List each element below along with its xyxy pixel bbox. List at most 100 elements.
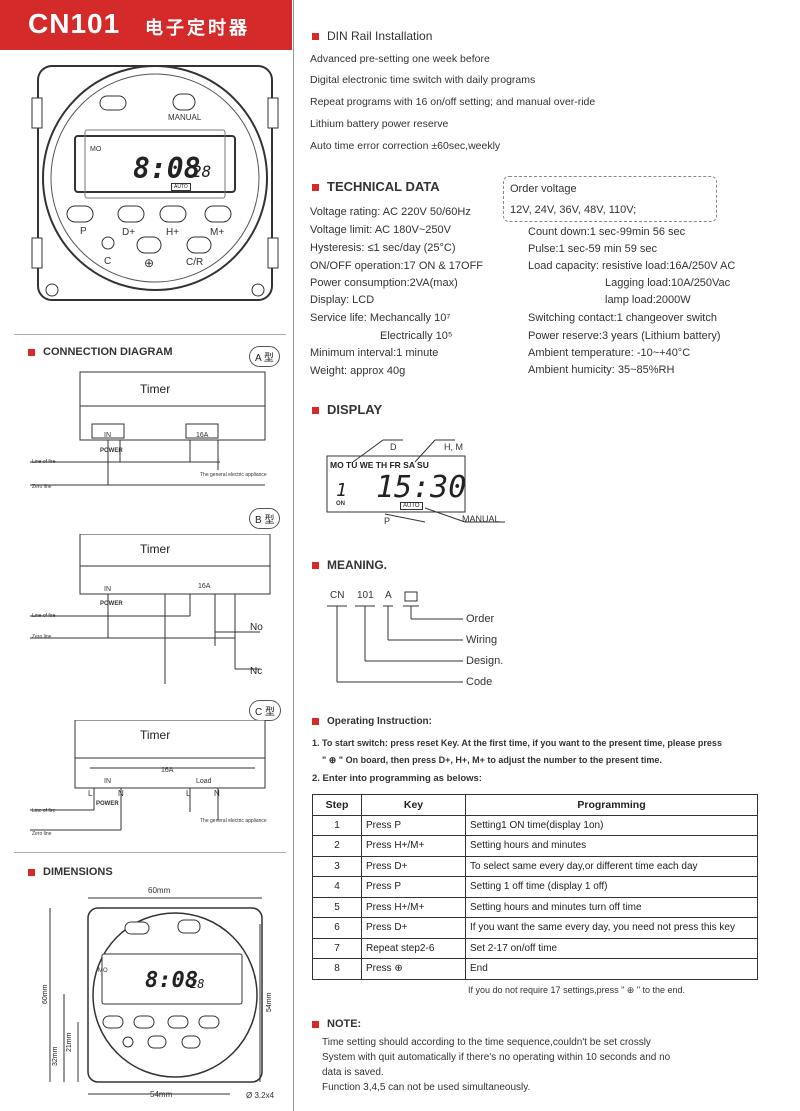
tech-right-2: Pulse:1 sec-59 min 59 sec — [528, 243, 658, 255]
dimensions-title: DIMENSIONS — [28, 866, 113, 878]
power-c-label: POWER — [96, 801, 119, 807]
table-row: 8 Press ⊕ End — [312, 958, 758, 980]
meaning-design: Design. — [466, 655, 504, 667]
programming-cell: Setting 1 off time (display 1 off) — [465, 876, 758, 898]
lcd-day: MO — [90, 146, 102, 153]
amp-c-label: 16A — [161, 767, 174, 774]
dim-height-right: 54mm — [266, 992, 273, 1012]
label-manual: MANUAL — [462, 514, 500, 524]
key-cell: Press D+ — [361, 917, 466, 939]
note-line-3: data is saved. — [322, 1067, 384, 1078]
power-b-label: POWER — [100, 601, 123, 607]
programming-cell: Setting hours and minutes — [465, 835, 758, 857]
clock-icon: ⊕ — [144, 256, 155, 270]
btn-c-label: C — [104, 256, 112, 267]
label-p: P — [384, 516, 391, 526]
model-title: CN101 — [28, 8, 121, 39]
order-values: 12V, 24V, 36V, 48V, 110V; — [510, 204, 637, 216]
dim-hole: Ø 3.2x4 — [246, 1091, 275, 1100]
dimensions-drawing — [49, 897, 263, 1095]
step-cell: 1 — [312, 814, 362, 836]
nc-label: Nc — [250, 666, 263, 677]
key-cell: Press H+/M+ — [361, 896, 466, 918]
connection-title: CONNECTION DIAGRAM — [28, 346, 173, 358]
operating-step1-a: 1. To start switch: press reset Key. At … — [312, 738, 722, 748]
tech-right-8: Ambient temperature: -10~+40°C — [528, 347, 691, 359]
header-bar: CN101 电子定时器 — [0, 0, 292, 50]
note-line-1: Time setting should according to the tim… — [322, 1037, 651, 1048]
dim-lcd-seconds: 28 — [190, 977, 205, 991]
btn-d-label: D+ — [122, 227, 136, 238]
lcd-time: 8:08 — [133, 152, 201, 185]
in-c-label: IN — [104, 778, 111, 785]
tech-left-4: ON/OFF operation:17 ON & 17OFF — [310, 260, 484, 272]
diagram-b — [30, 534, 271, 684]
step-cell: 2 — [312, 835, 362, 857]
lcd-seconds: 28 — [192, 162, 212, 181]
tech-right-3: Load capacity: resistive load:16A/250V A… — [528, 260, 736, 272]
line-of-fire-a: Line of fire — [32, 459, 56, 465]
note-title: NOTE: — [312, 1018, 361, 1030]
l2-label: L — [186, 789, 191, 798]
table-row: 6 Press D+ If you want the same every da… — [312, 917, 758, 939]
lcd-auto: AUTO — [171, 183, 191, 191]
key-cell: Press ⊕ — [361, 958, 466, 980]
zero-line-a: Zero line — [32, 484, 52, 490]
label-d: D — [390, 442, 397, 452]
din-line-5: Auto time error correction ±60sec,weekly — [310, 140, 501, 152]
dim-height-left: 60mm — [42, 984, 49, 1004]
appliance-a: The general electric appliance — [200, 472, 267, 478]
step-cell: 6 — [312, 917, 362, 939]
column-divider — [293, 0, 294, 1111]
btn-cr-label: C/R — [186, 257, 204, 268]
meaning-order: Order — [466, 613, 495, 625]
tech-right-7: Power reserve:3 years (Lithium battery) — [528, 330, 721, 342]
step-cell: 8 — [312, 958, 362, 980]
programming-cell: Setting1 ON time(display 1on) — [465, 814, 758, 836]
programming-cell: To select same every day,or different ti… — [465, 855, 758, 877]
din-line-2: Digital electronic time switch with dail… — [310, 74, 536, 86]
tech-left-7: Service life: Mechancally 10⁷ — [310, 312, 451, 324]
meaning-wiring: Wiring — [466, 634, 498, 646]
tech-left-8: Electrically 10⁵ — [380, 330, 453, 342]
in-a-label: IN — [104, 432, 111, 439]
no-label: No — [250, 622, 263, 633]
display-auto: AUTO — [400, 502, 423, 510]
line-of-fire-c: Line of fire — [32, 808, 56, 814]
power-a-label: POWER — [100, 448, 123, 454]
code-101: 101 — [357, 590, 374, 601]
display-digit: 1 — [336, 480, 347, 501]
tech-right-9: Ambient humicity: 35~85%RH — [528, 364, 675, 376]
tech-right-5: lamp load:2000W — [605, 294, 691, 306]
n1-label: N — [118, 789, 124, 798]
type-a-label: A 型 — [249, 346, 280, 367]
appliance-c: The general electric appliance — [200, 818, 267, 824]
programming-cell: Setting hours and minutes turn off time — [465, 896, 758, 918]
tech-right-1: Count down:1 sec-99min 56 sec — [528, 226, 686, 238]
table-row: 1 Press P Setting1 ON time(display 1on) — [312, 814, 758, 836]
order-label: Order voltage — [510, 183, 577, 195]
btn-p-label: P — [80, 226, 87, 237]
programming-table: Step Key Programming 1 Press P Setting1 … — [312, 794, 758, 980]
tech-right-6: Switching contact:1 changeover switch — [528, 312, 717, 324]
manual-label: MANUAL — [168, 113, 202, 122]
line-of-fire-b: Line of fire — [32, 613, 56, 619]
table-row: 7 Repeat step2-6 Set 2-17 on/off time — [312, 937, 758, 959]
tech-left-2: Voltage limit: AC 180V~250V — [310, 224, 451, 236]
din-title: DIN Rail Installation — [312, 29, 432, 43]
din-line-1: Advanced pre-setting one week before — [310, 53, 490, 65]
diagram-c — [30, 720, 266, 831]
step-cell: 4 — [312, 876, 362, 898]
diagram-a — [30, 371, 266, 486]
programming-cell: End — [465, 958, 758, 980]
tech-left-9: Minimum interval:1 minute — [310, 347, 439, 359]
timer-a-label: Timer — [140, 382, 171, 396]
device-top-illustration — [31, 65, 279, 301]
chinese-title: 电子定时器 — [145, 18, 250, 38]
table-header-programming: Programming — [465, 794, 758, 816]
zero-line-c: Zero line — [32, 831, 52, 837]
btn-h-label: H+ — [166, 227, 180, 238]
zero-line-b: Zero line — [32, 634, 52, 640]
type-c-label: C 型 — [249, 700, 281, 721]
table-row: 4 Press P Setting 1 off time (display 1 … — [312, 876, 758, 898]
